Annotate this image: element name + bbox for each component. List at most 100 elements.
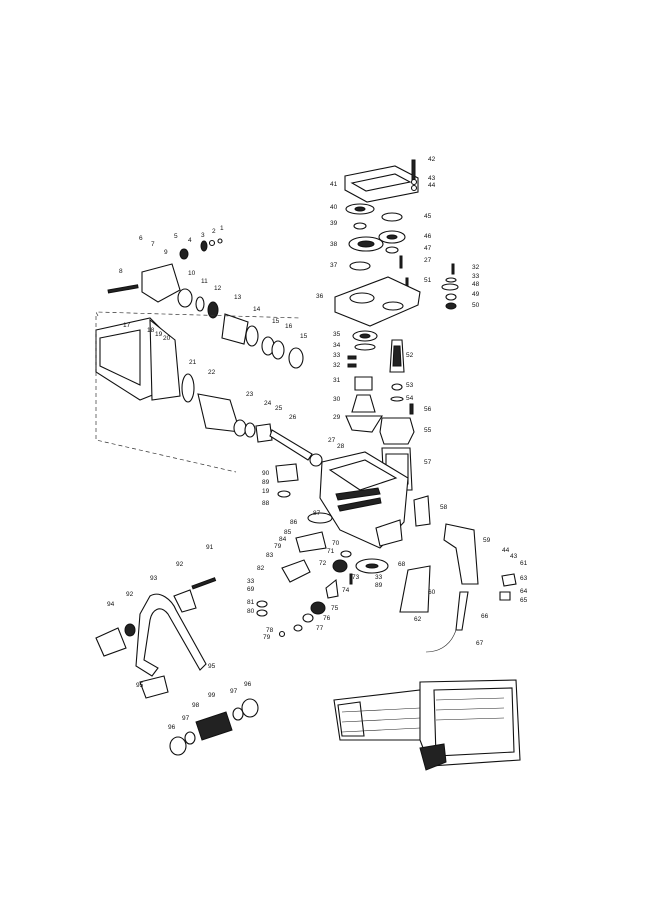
part-label: 48 <box>472 281 480 288</box>
part-label: 84 <box>279 536 287 543</box>
part-label: 53 <box>406 382 414 389</box>
part-label: 6 <box>139 235 143 242</box>
part-label: 56 <box>424 406 432 413</box>
lower-gear-parts <box>256 463 389 638</box>
part-label: 31 <box>333 377 341 384</box>
part-label: 92 <box>176 561 184 568</box>
part-label: 41 <box>330 181 338 188</box>
part-label: 57 <box>424 459 432 466</box>
part-label: 35 <box>333 331 341 338</box>
part-label: 37 <box>330 262 338 269</box>
part-label: 27 <box>424 257 432 264</box>
part-label: 97 <box>230 688 238 695</box>
part-label: 78 <box>266 627 274 634</box>
part-label: 73 <box>352 574 360 581</box>
part-label: 69 <box>247 586 255 593</box>
part-label: 83 <box>266 552 274 559</box>
part-label: 30 <box>333 396 341 403</box>
part-label: 99 <box>208 692 216 699</box>
part-label: 1 <box>220 225 224 232</box>
part-label: 70 <box>332 540 340 547</box>
part-label: 88 <box>262 500 270 507</box>
part-label: 63 <box>520 575 528 582</box>
part-number-labels: 1234567891011121314151615171819202122232… <box>107 156 528 731</box>
part-label: 4 <box>188 237 192 244</box>
part-label: 20 <box>163 335 171 342</box>
part-label: 47 <box>424 245 432 252</box>
part-label: 8 <box>119 268 123 275</box>
part-label: 55 <box>424 427 432 434</box>
part-label: 96 <box>244 681 252 688</box>
gearbox-plate <box>334 276 421 327</box>
part-label: 43 <box>428 175 436 182</box>
grip-assembly <box>169 698 259 756</box>
part-label: 15 <box>300 333 308 340</box>
part-label: 32 <box>472 264 480 271</box>
part-label: 2 <box>212 228 216 235</box>
part-label: 29 <box>333 414 341 421</box>
part-label: 22 <box>208 369 216 376</box>
part-label: 54 <box>406 395 414 402</box>
part-label: 94 <box>107 601 115 608</box>
part-label: 32 <box>333 362 341 369</box>
part-label: 92 <box>126 591 134 598</box>
part-label: 19 <box>262 488 270 495</box>
part-label: 96 <box>168 724 176 731</box>
part-label: 33 <box>333 352 341 359</box>
part-label: 17 <box>123 322 131 329</box>
part-label: 25 <box>275 405 283 412</box>
part-label: 90 <box>262 470 270 477</box>
part-label: 11 <box>201 278 208 285</box>
armature <box>379 339 415 445</box>
part-label: 82 <box>257 565 265 572</box>
part-label: 43 <box>510 553 518 560</box>
gear-cover <box>344 165 419 203</box>
part-label: 13 <box>234 294 242 301</box>
part-label: 87 <box>313 510 321 517</box>
part-label: 59 <box>483 537 491 544</box>
part-label: 95 <box>208 663 216 670</box>
part-label: 42 <box>428 156 436 163</box>
part-label: 16 <box>285 323 293 330</box>
part-label: 33 <box>472 273 480 280</box>
part-label: 5 <box>174 233 178 240</box>
part-label: 28 <box>337 443 345 450</box>
part-label: 79 <box>274 543 282 550</box>
part-label: 85 <box>284 529 292 536</box>
part-label: 97 <box>182 715 190 722</box>
part-label: 98 <box>192 702 200 709</box>
part-label: 12 <box>214 285 222 292</box>
part-label: 33 <box>375 574 383 581</box>
part-label: 86 <box>290 519 298 526</box>
part-label: 27 <box>328 437 336 444</box>
part-label: 81 <box>247 599 255 606</box>
part-label: 36 <box>316 293 324 300</box>
part-label: 46 <box>424 233 432 240</box>
part-label: 77 <box>316 625 324 632</box>
front-chuck-parts <box>107 238 304 369</box>
part-label: 95 <box>136 682 144 689</box>
part-label: 40 <box>330 204 338 211</box>
part-label: 93 <box>150 575 158 582</box>
part-label: 9 <box>164 249 168 256</box>
part-label: 21 <box>189 359 197 366</box>
part-label: 19 <box>155 331 163 338</box>
switch-handle <box>399 495 517 653</box>
part-label: 76 <box>323 615 331 622</box>
part-label: 74 <box>342 587 350 594</box>
part-label: 67 <box>476 640 484 647</box>
right-small-parts <box>441 263 459 310</box>
part-label: 44 <box>428 182 436 189</box>
part-label: 14 <box>253 306 261 313</box>
part-label: 71 <box>327 548 335 555</box>
part-label: 89 <box>375 582 383 589</box>
part-label: 58 <box>440 504 448 511</box>
part-label: 7 <box>151 241 155 248</box>
part-label: 26 <box>289 414 297 421</box>
cylinder-assembly <box>95 317 323 467</box>
part-label: 64 <box>520 588 528 595</box>
part-label: 52 <box>406 352 414 359</box>
part-label: 75 <box>331 605 339 612</box>
part-label: 66 <box>481 613 489 620</box>
